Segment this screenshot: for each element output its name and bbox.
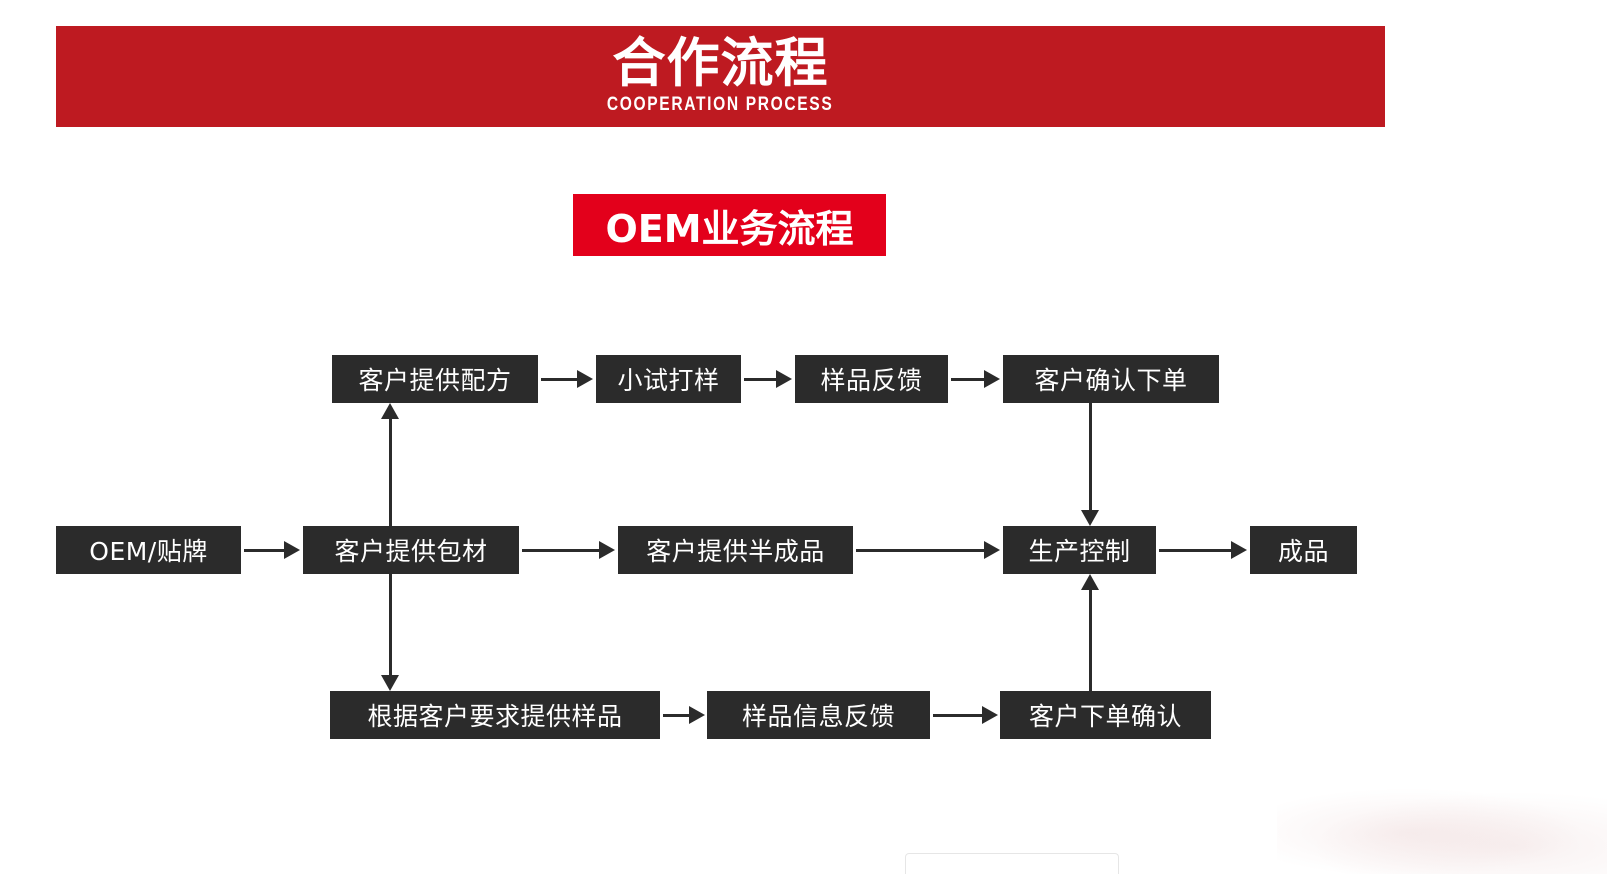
flow-node-customer-provides-formula[interactable]: 客户提供配方: [332, 355, 538, 403]
flow-node-provide-sample-per-request[interactable]: 根据客户要求提供样品: [330, 691, 660, 739]
partial-card-outline: [905, 853, 1119, 874]
connector-packaging-to-semi-finished-arrow: [522, 541, 615, 559]
connector-semi-finished-to-production-arrow: [856, 541, 1000, 559]
flow-node-label: 样品信息反馈: [741, 702, 895, 731]
flow-node-customer-order-confirmation[interactable]: 客户下单确认: [1000, 691, 1211, 739]
flow-node-label: 客户下单确认: [1028, 702, 1182, 731]
flow-node-label: 客户提供包材: [334, 537, 488, 566]
connector-packaging-to-provide-sample-arrow: [381, 574, 399, 691]
flow-node-customer-provides-packaging[interactable]: 客户提供包材: [303, 526, 519, 574]
connector-sample-feedback-to-confirm-order-arrow: [951, 370, 1000, 388]
banner-title: 合作流程: [612, 32, 829, 94]
flow-node-finished-product[interactable]: 成品: [1250, 526, 1357, 574]
connector-confirm-order-to-production-arrow: [1081, 403, 1099, 526]
flow-node-label: 小试打样: [617, 366, 720, 395]
connector-formula-to-trial-arrow: [541, 370, 593, 388]
connector-trial-to-sample-feedback-arrow: [744, 370, 792, 388]
section-title-label: OEM业务流程: [605, 206, 854, 251]
flow-node-label: 样品反馈: [820, 366, 923, 395]
flow-node-customer-provides-semi-finished[interactable]: 客户提供半成品: [618, 526, 853, 574]
flow-node-production-control[interactable]: 生产控制: [1003, 526, 1156, 574]
flow-node-oem-private-label[interactable]: OEM/贴牌: [56, 526, 241, 574]
section-title-chip: OEM业务流程: [573, 194, 886, 256]
flow-node-sample-feedback[interactable]: 样品反馈: [795, 355, 948, 403]
flow-node-trial-sampling[interactable]: 小试打样: [596, 355, 741, 403]
flow-node-customer-confirms-order[interactable]: 客户确认下单: [1003, 355, 1219, 403]
flow-node-sample-info-feedback[interactable]: 样品信息反馈: [707, 691, 930, 739]
flow-node-label: 客户确认下单: [1034, 366, 1188, 395]
flow-node-label: 根据客户要求提供样品: [367, 702, 623, 731]
flow-node-label: 客户提供半成品: [646, 537, 825, 566]
connector-provide-sample-to-info-feedback-arrow: [663, 706, 705, 724]
banner-subtitle: COOPERATION PROCESS: [607, 94, 834, 116]
connector-info-feedback-to-order-confirm-arrow: [933, 706, 998, 724]
connector-order-confirm-to-production-arrow: [1081, 574, 1099, 691]
connector-packaging-to-formula-arrow: [381, 403, 399, 526]
flow-node-label: 客户提供配方: [358, 366, 512, 395]
flow-node-label: 成品: [1277, 537, 1329, 566]
flow-node-label: OEM/贴牌: [89, 537, 208, 566]
connector-production-to-finished-arrow: [1159, 541, 1247, 559]
flow-node-label: 生产控制: [1028, 537, 1131, 566]
header-banner: 合作流程 COOPERATION PROCESS: [56, 26, 1385, 127]
connector-oem-to-packaging-arrow: [244, 541, 300, 559]
